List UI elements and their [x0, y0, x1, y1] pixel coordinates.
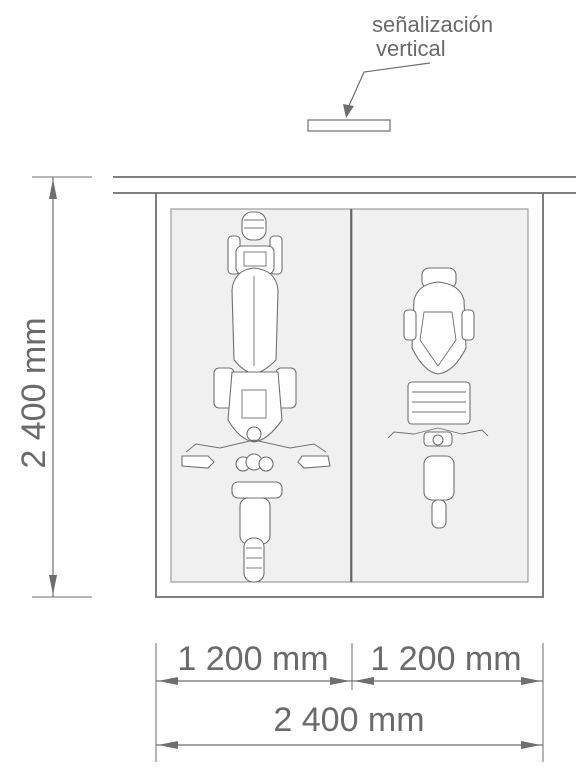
- bay-width-dimensions: 1 200 mm 1 200 mm: [155, 640, 544, 762]
- right-width-label: 1 200 mm: [370, 640, 521, 678]
- total-width-label: 2 400 mm: [273, 701, 424, 739]
- arrow-icon: [521, 741, 541, 749]
- arrow-icon: [354, 677, 374, 685]
- arrow-icon: [49, 575, 57, 595]
- sign-label-line2: vertical: [376, 36, 446, 61]
- left-width-label: 1 200 mm: [177, 640, 328, 678]
- arrow-icon: [521, 677, 541, 685]
- arrow-icon: [49, 179, 57, 199]
- motorcycle-small-icon: [387, 267, 489, 529]
- parking-area-outline: [155, 193, 544, 598]
- total-width-dimension: 2 400 mm: [156, 701, 543, 749]
- height-dimension: 2 400 mm: [15, 176, 92, 598]
- arrow-icon: [158, 677, 178, 685]
- vertical-sign: [307, 119, 391, 132]
- height-label: 2 400 mm: [15, 317, 53, 468]
- arrow-icon: [343, 104, 354, 118]
- vertical-sign-annotation: señalización vertical: [307, 12, 493, 132]
- arrow-icon: [158, 741, 178, 749]
- motorcycle-large-icon: [181, 211, 331, 583]
- arrow-icon: [330, 677, 350, 685]
- sign-label-line1: señalización: [372, 12, 493, 37]
- sign-leader-line: [347, 62, 431, 109]
